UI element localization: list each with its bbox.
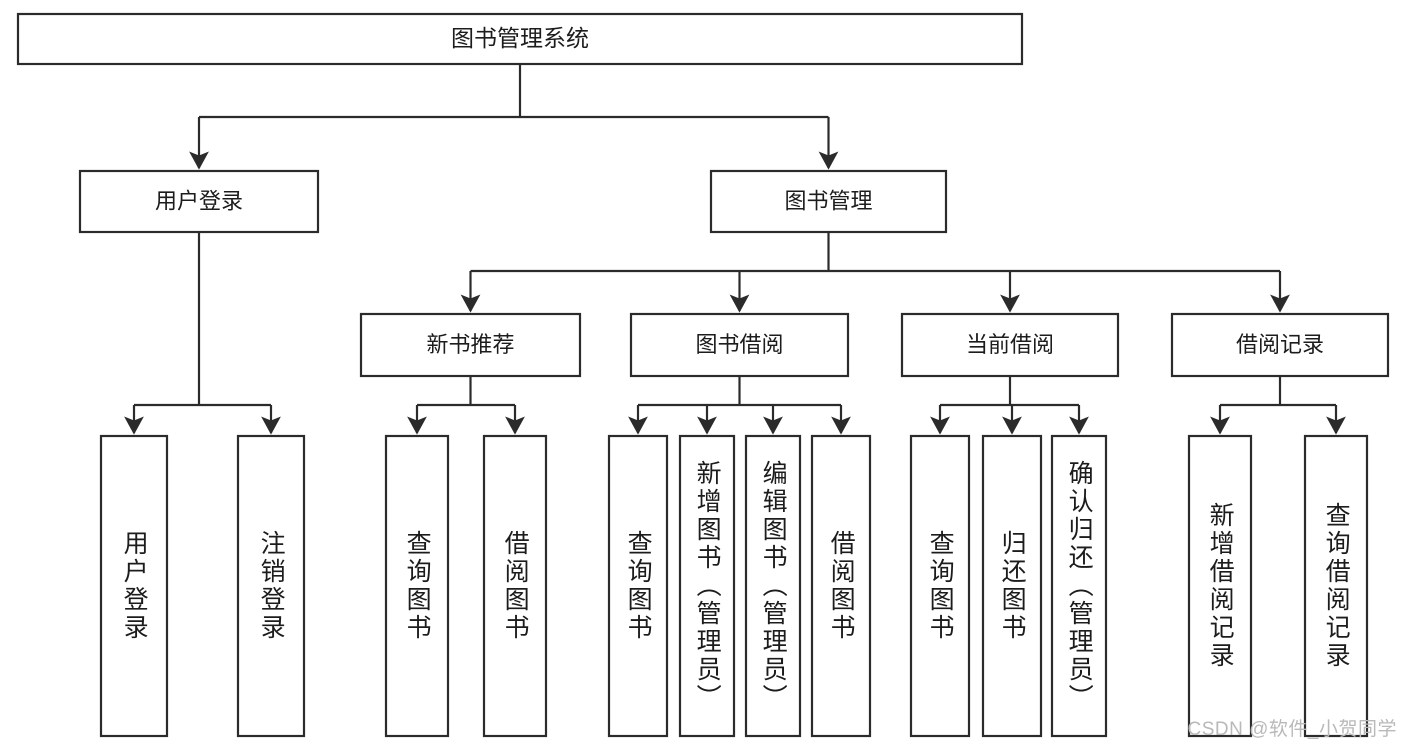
node-root-label: 图书管理系统 [451, 25, 589, 51]
node-level3-label-2: 当前借阅 [966, 332, 1054, 357]
node-level3-box-2[interactable] [900, 312, 1120, 378]
node-leaf-box-8[interactable] [909, 434, 971, 738]
node-level3-box-1[interactable] [629, 312, 850, 378]
connector-layer [124, 64, 1346, 435]
node-level2-label-0: 用户登录 [155, 188, 243, 213]
node-root-box[interactable] [16, 12, 1024, 66]
node-leaf-box-7[interactable] [810, 434, 872, 738]
node-leaf-box-4[interactable] [607, 434, 669, 738]
node-leaf-box-1[interactable] [236, 434, 306, 738]
node-level3-label-1: 图书借阅 [695, 332, 783, 357]
node-level3-label-0: 新书推荐 [426, 332, 514, 357]
node-level3-label-3: 借阅记录 [1236, 332, 1324, 357]
node-leaf-box-0[interactable] [99, 434, 169, 738]
node-leaf-box-3[interactable] [482, 434, 548, 738]
node-leaf-box-12[interactable] [1303, 434, 1369, 738]
node-level3-box-0[interactable] [359, 312, 582, 378]
node-level2-box-0[interactable] [78, 169, 320, 234]
node-level2-box-1[interactable] [709, 169, 948, 234]
node-leaf-box-9[interactable] [981, 434, 1043, 738]
node-leaf-box-10[interactable] [1050, 434, 1108, 738]
node-leaf-box-5[interactable] [678, 434, 736, 738]
node-level3-box-3[interactable] [1170, 312, 1390, 378]
watermark: CSDN @软件_小贺同学 [1187, 719, 1397, 740]
node-level2-label-1: 图书管理 [784, 188, 872, 213]
node-leaf-box-11[interactable] [1187, 434, 1253, 738]
node-leaf-box-6[interactable] [744, 434, 802, 738]
node-leaf-box-2[interactable] [384, 434, 450, 738]
node-box-layer [16, 12, 1390, 738]
